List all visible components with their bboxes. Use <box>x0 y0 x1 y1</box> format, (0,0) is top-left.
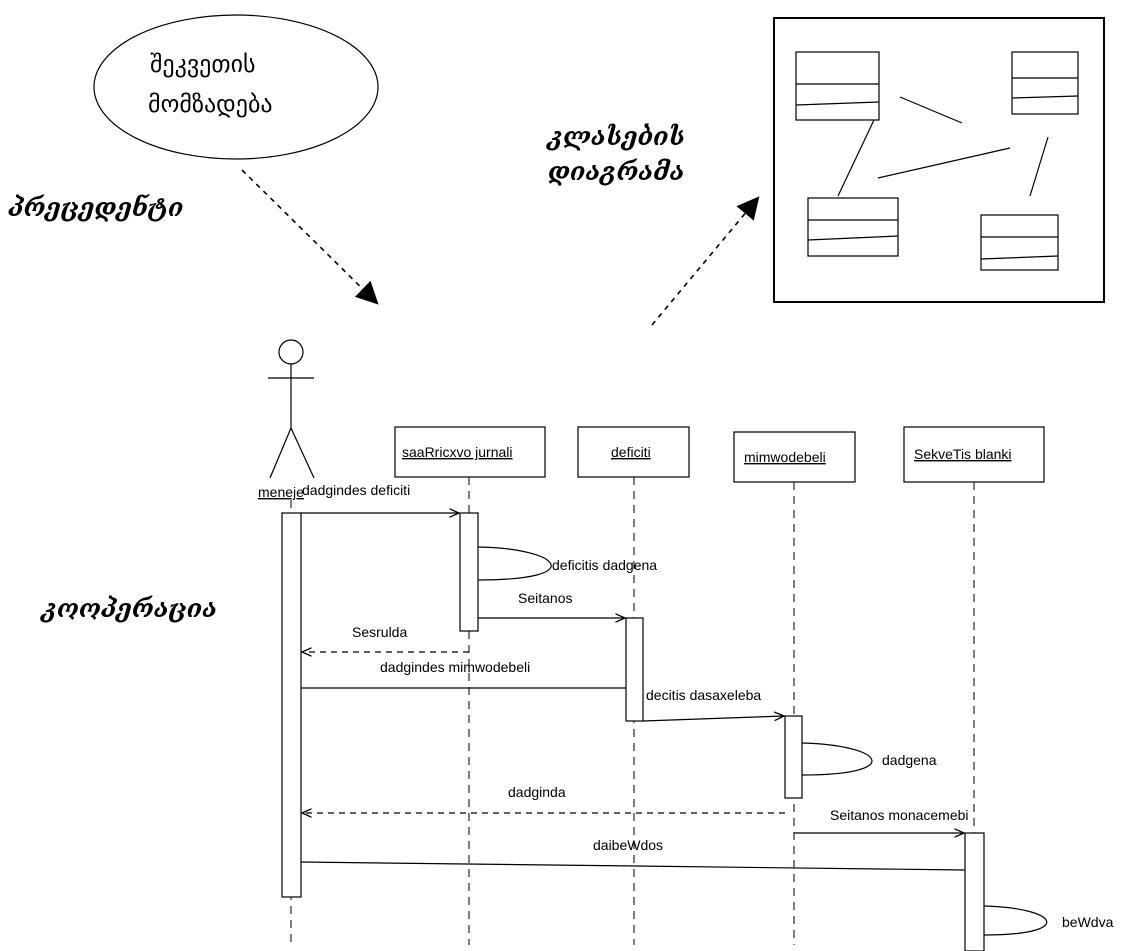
use-case-ellipse <box>93 14 379 160</box>
association-2-4 <box>1029 136 1049 197</box>
self-message-deficitis-dadgena <box>477 546 552 581</box>
actor-label: meneje <box>258 484 304 500</box>
message-daibewdos: daibeWdos <box>593 837 663 853</box>
precedent-arrow <box>241 169 379 305</box>
object-SekveTis-blanki: SekveTis blanki <box>903 426 1045 483</box>
object-saaRricxvo-jurnali: saaRricxvo jurnali <box>394 426 546 478</box>
association-3-2 <box>877 147 1011 179</box>
precedent-label: პრეცედენტი <box>8 193 183 222</box>
class-box-2 <box>1011 51 1079 115</box>
activation-mimwodebeli <box>784 715 803 799</box>
message-dadgena: dadgena <box>882 752 937 768</box>
use-case-line-1: შეკვეთის <box>150 50 256 78</box>
self-message-bewdva <box>983 905 1048 936</box>
activation-jurnali <box>459 512 479 632</box>
association-1-2 <box>899 96 963 124</box>
message-bewdva: beWdva <box>1062 914 1114 930</box>
cooperation-label: კოოპერაცია <box>40 594 217 623</box>
association-1-3 <box>837 119 875 197</box>
use-case-line-2: მომზადება <box>148 90 273 118</box>
self-message-dadgena <box>801 742 873 776</box>
svg-text:SekveTis blanki: SekveTis blanki <box>914 446 1012 462</box>
activation-blanki <box>964 832 985 951</box>
class-diagram-line-2: დიაგრამა <box>548 157 684 186</box>
message-decitis-dasaxeleba-arrow <box>642 716 784 722</box>
svg-text:saaRricxvo jurnali: saaRricxvo jurnali <box>402 444 512 460</box>
actor-figure <box>268 339 315 479</box>
activation-deficiti <box>625 617 644 722</box>
class-box-3 <box>807 197 899 257</box>
message-daibewdos-arrow <box>300 861 966 871</box>
object-mimwodebeli: mimwodebeli <box>733 431 856 483</box>
message-dadgindes-mimwodebeli: dadgindes mimwodebeli <box>380 659 530 675</box>
message-dadgindes-deficiti: dadgindes deficiti <box>302 482 410 498</box>
svg-text:deficiti: deficiti <box>611 444 651 460</box>
message-decitis-dasaxeleba: decitis dasaxeleba <box>646 687 761 703</box>
class-box-4 <box>980 214 1059 271</box>
class-diagram-arrow <box>651 196 760 326</box>
message-deficitis-dadgena: deficitis dadgena <box>552 557 657 573</box>
object-deficiti: deficiti <box>577 426 690 478</box>
svg-text:mimwodebeli: mimwodebeli <box>744 449 826 465</box>
message-sesrulda: Sesrulda <box>352 624 407 640</box>
class-diagram-line-1: კლასების <box>546 122 685 151</box>
message-seitanos-monacemebi: Seitanos monacemebi <box>830 807 969 823</box>
class-diagram-frame <box>773 17 1105 303</box>
activation-actor <box>281 512 302 898</box>
class-box-1 <box>795 51 880 121</box>
message-seitanos: Seitanos <box>518 590 572 606</box>
message-dadginda: dadginda <box>508 784 566 800</box>
